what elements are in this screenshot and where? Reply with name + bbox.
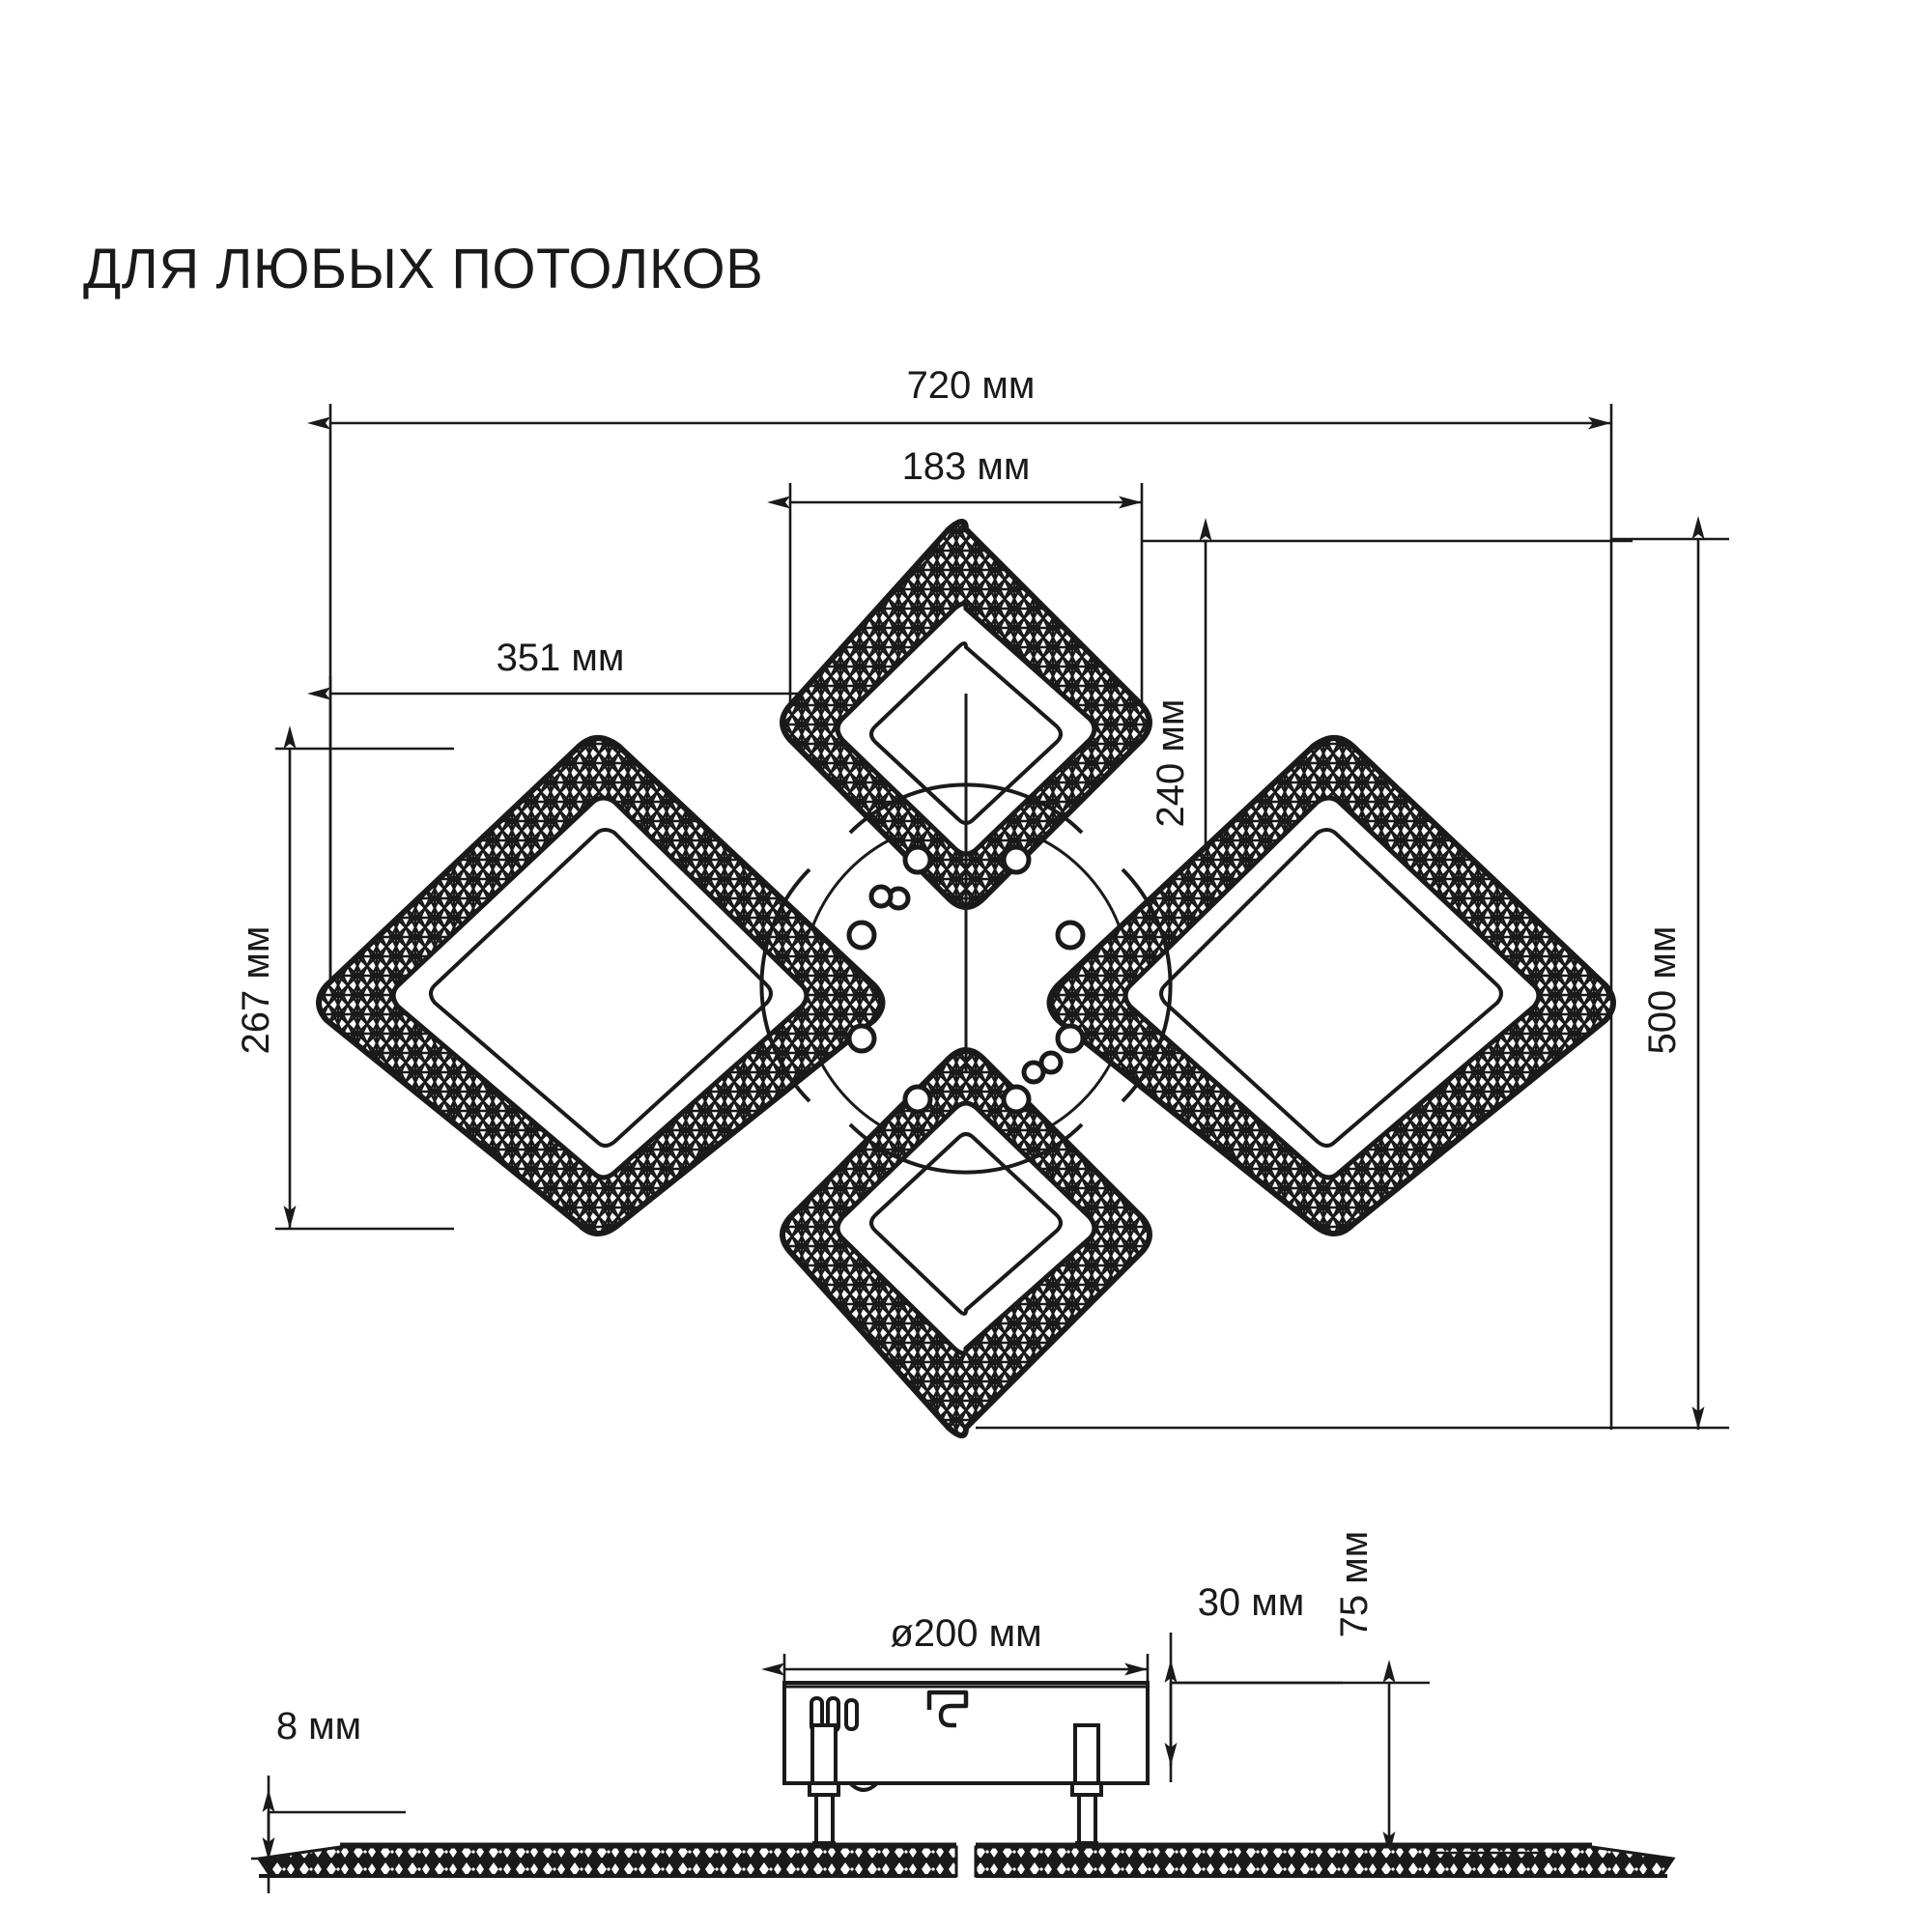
dimension-label-30: 30 мм	[1198, 1581, 1305, 1624]
dimension-label-8: 8 мм	[276, 1705, 361, 1747]
panel-bottom	[780, 1047, 1152, 1438]
dimension-label-500: 500 мм	[1641, 926, 1684, 1055]
dimension-500: 500 мм	[976, 516, 1729, 1430]
dimension-label-240: 240 мм	[1150, 699, 1192, 828]
dimension-label-200: ø200 мм	[890, 1612, 1041, 1655]
dimension-75: 75 мм	[1150, 1531, 1430, 1855]
dimension-183: 183 мм	[767, 445, 1144, 710]
side-view-panel-left	[256, 1842, 958, 1878]
dimension-200: ø200 мм	[761, 1612, 1150, 1700]
top-view-group: 720 мм 183 мм 351 мм 240 мм	[235, 364, 1729, 1438]
dimension-30: 30 мм	[1164, 1581, 1343, 1782]
dimension-label-183: 183 мм	[902, 445, 1031, 488]
panel-left	[316, 735, 911, 1236]
dimension-720: 720 мм	[307, 364, 1613, 1430]
side-view-panel-right	[974, 1842, 1676, 1878]
page-title: ДЛЯ ЛЮБЫХ ПОТОЛКОВ	[83, 238, 764, 300]
dimension-267: 267 мм	[235, 725, 454, 1231]
dimension-label-267: 267 мм	[235, 926, 277, 1055]
dimension-label-351: 351 мм	[497, 637, 625, 679]
side-view-group: ø200 мм 30 мм 75 мм 8 мм	[251, 1531, 1676, 1893]
panel-right	[1021, 735, 1616, 1236]
dimension-label-75: 75 мм	[1333, 1531, 1376, 1638]
dimension-label-720: 720 мм	[907, 364, 1036, 407]
